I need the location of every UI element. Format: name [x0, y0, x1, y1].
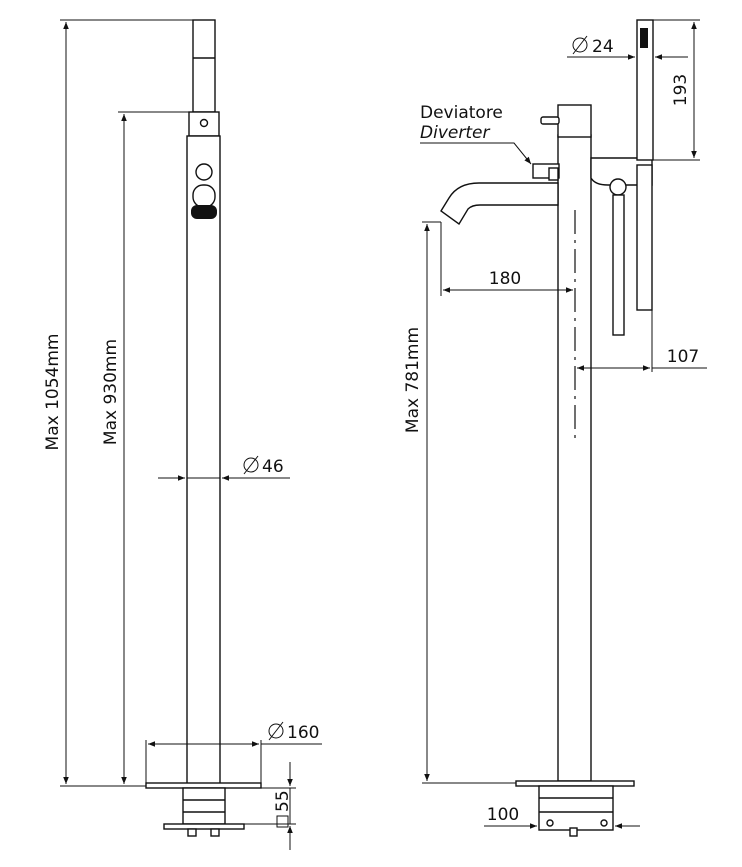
svg-text:160: 160 [287, 723, 319, 743]
diameter-24-label: 24 [572, 35, 614, 57]
label-deviatore: Deviatore [420, 103, 503, 123]
shower-hose [612, 194, 625, 336]
side-view: 24 193 Deviatore Diverter 180 107 Max 78… [403, 19, 707, 837]
dim-max-930: Max 930mm [101, 339, 121, 445]
square-55-label: 55 [273, 790, 293, 828]
dim-180: 180 [489, 269, 521, 289]
floor-flange-side [515, 780, 635, 787]
spout-side [440, 182, 559, 226]
main-column-front [186, 135, 221, 787]
diameter-46-label: 46 [243, 455, 284, 477]
diameter-160-label: 160 [268, 721, 319, 743]
svg-text:46: 46 [262, 457, 284, 477]
dim-max-781: Max 781mm [403, 327, 423, 433]
base-block-front [182, 787, 226, 825]
front-view: Max 1054mm Max 930mm 46 160 [43, 19, 322, 850]
svg-text:55: 55 [273, 790, 293, 812]
hand-shower-front [192, 19, 216, 113]
dim-max-1054: Max 1054mm [43, 334, 63, 451]
dim-193: 193 [671, 74, 691, 106]
dim-100: 100 [487, 805, 519, 825]
spout-outlet-front [191, 205, 217, 219]
dim-107: 107 [667, 347, 699, 367]
hand-shower-side [636, 19, 654, 161]
label-diverter: Diverter [420, 123, 490, 143]
mixer-head-side [557, 104, 592, 138]
floor-flange-front [145, 782, 262, 789]
lever-knob-front [195, 163, 213, 181]
svg-text:24: 24 [592, 37, 614, 57]
